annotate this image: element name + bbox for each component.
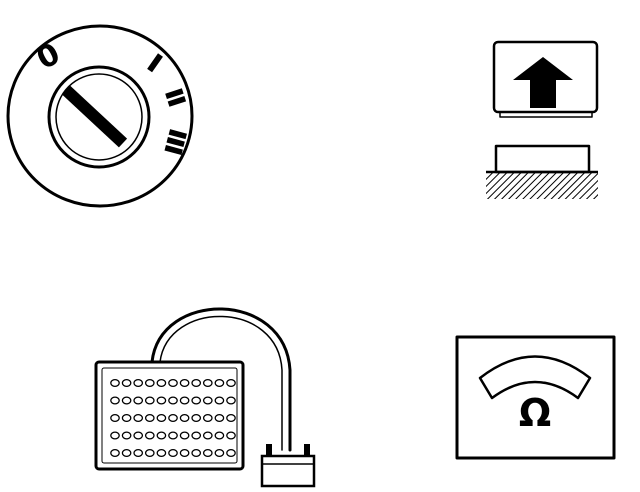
tester-pin	[144, 413, 155, 423]
tester-pin	[214, 448, 225, 458]
tester-pin	[133, 378, 144, 388]
tester-pin	[202, 431, 213, 440]
tester-pin	[214, 396, 225, 405]
tester-pin	[110, 396, 120, 405]
tester-pin	[214, 413, 225, 423]
up-button-panel-icon	[486, 40, 599, 199]
ohmmeter-icon: Ω	[455, 335, 616, 460]
base-hatching	[486, 172, 598, 199]
tester-pin	[214, 378, 225, 388]
tester-pin	[156, 431, 167, 440]
tester-pin	[226, 378, 236, 388]
tester-pin	[156, 448, 167, 458]
tester-pin	[179, 396, 190, 405]
tester-pin	[133, 448, 144, 458]
ignition-key-slot	[61, 85, 128, 148]
ohmmeter-scale-arc	[478, 355, 592, 400]
tester-pin	[179, 431, 190, 440]
tester-pin	[168, 396, 178, 405]
tester-pin	[202, 413, 213, 423]
tester-pin	[191, 448, 202, 458]
tester-pin	[121, 396, 132, 405]
tester-pin	[191, 431, 202, 440]
tester-pin	[179, 378, 190, 388]
tester-pin	[191, 413, 202, 423]
tester-pin	[156, 413, 167, 423]
tester-pin	[133, 431, 144, 440]
tester-pin	[226, 396, 236, 405]
tester-pin-grid	[110, 378, 236, 458]
tester-pin	[144, 378, 155, 388]
ignition-label-i: I	[143, 49, 166, 77]
tester-pin	[144, 448, 155, 458]
tester-pin	[191, 396, 202, 405]
tester-pin	[226, 431, 236, 440]
tester-pin	[110, 378, 120, 388]
tester-pin	[191, 378, 202, 388]
tester-pin	[156, 396, 167, 405]
tester-pin	[202, 378, 213, 388]
up-arrow-icon	[513, 57, 573, 108]
tester-pin	[121, 413, 132, 423]
tester-pin	[133, 396, 144, 405]
ignition-label-iii: III	[159, 127, 190, 157]
ignition-label-ii: II	[160, 86, 189, 109]
tester-pin	[144, 431, 155, 440]
tester-pin	[110, 448, 120, 458]
tester-pin	[156, 378, 167, 388]
tester-pin	[202, 448, 213, 458]
tester-pin	[202, 396, 213, 405]
ohm-symbol: Ω	[519, 391, 551, 435]
tester-pin	[168, 448, 178, 458]
tester-connector-icon	[260, 444, 316, 488]
tester-pin	[179, 448, 190, 458]
ignition-label-off: 0	[31, 36, 66, 77]
tester-pin	[226, 413, 236, 423]
tester-pin	[179, 413, 190, 423]
tester-pin	[168, 431, 178, 440]
tester-pin	[168, 378, 178, 388]
tester-pin	[110, 413, 120, 423]
tester-pin	[121, 448, 132, 458]
tester-pin	[168, 413, 178, 423]
tester-pin	[121, 378, 132, 388]
ignition-switch-icon: 0 I II III	[6, 24, 194, 208]
tester-pin	[121, 431, 132, 440]
tester-pin	[226, 448, 236, 458]
tester-pin	[133, 413, 144, 423]
tester-box-icon	[94, 307, 316, 488]
tester-pin	[144, 396, 155, 405]
tester-pin	[214, 431, 225, 440]
tester-pin	[110, 431, 120, 440]
